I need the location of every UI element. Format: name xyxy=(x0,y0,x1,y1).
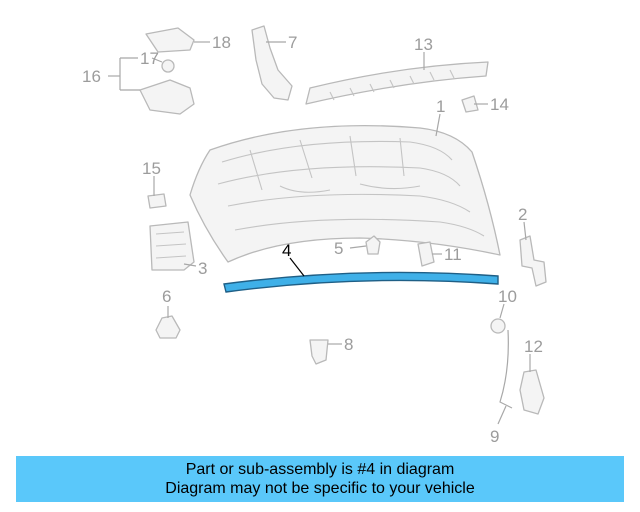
callout-5: 5 xyxy=(334,239,343,258)
handle-assembly-16 xyxy=(139,79,195,115)
callout-1: 1 xyxy=(436,97,445,116)
weatherstrip-highlighted xyxy=(223,271,499,293)
notice-line-2: Diagram may not be specific to your vehi… xyxy=(165,480,475,497)
strut-bracket xyxy=(251,25,293,101)
leader-lines xyxy=(108,41,531,425)
bumper-6 xyxy=(155,315,181,339)
moulding-13 xyxy=(305,61,489,105)
callout-16: 16 xyxy=(82,67,101,86)
fastener-11 xyxy=(417,241,435,267)
grommet-10 xyxy=(490,318,506,334)
callout-10: 10 xyxy=(498,287,517,306)
callout-7: 7 xyxy=(288,33,297,52)
callout-6: 6 xyxy=(162,287,171,306)
callout-12: 12 xyxy=(524,337,543,356)
callout-17: 17 xyxy=(140,49,159,68)
notice-line-1: Part or sub-assembly is #4 in diagram xyxy=(185,461,455,478)
liftgate-panel xyxy=(189,125,501,263)
clip-5 xyxy=(365,235,381,255)
latch-12 xyxy=(519,369,545,415)
callout-15: 15 xyxy=(142,159,161,178)
callout-11: 11 xyxy=(444,245,462,264)
diagram-notice-banner: Part or sub-assembly is #4 in diagram Di… xyxy=(16,456,624,502)
callout-4: 4 xyxy=(282,241,291,260)
callout-13: 13 xyxy=(414,35,433,54)
callout-8: 8 xyxy=(344,335,353,354)
callout-18: 18 xyxy=(212,33,231,52)
callout-2: 2 xyxy=(518,205,527,224)
parts-diagram: 1 2 3 4 5 6 7 8 9 10 11 12 13 14 15 16 1… xyxy=(82,25,547,446)
mount-18 xyxy=(145,27,195,53)
screw-17 xyxy=(161,59,175,73)
callout-14: 14 xyxy=(490,95,509,114)
callout-3: 3 xyxy=(198,259,207,278)
clip-8 xyxy=(309,339,329,365)
callout-9: 9 xyxy=(490,427,499,446)
bumper-15 xyxy=(147,193,167,209)
clip-14 xyxy=(461,95,479,113)
bracket xyxy=(149,221,195,271)
rod-9 xyxy=(499,329,513,409)
hinge xyxy=(519,235,547,287)
